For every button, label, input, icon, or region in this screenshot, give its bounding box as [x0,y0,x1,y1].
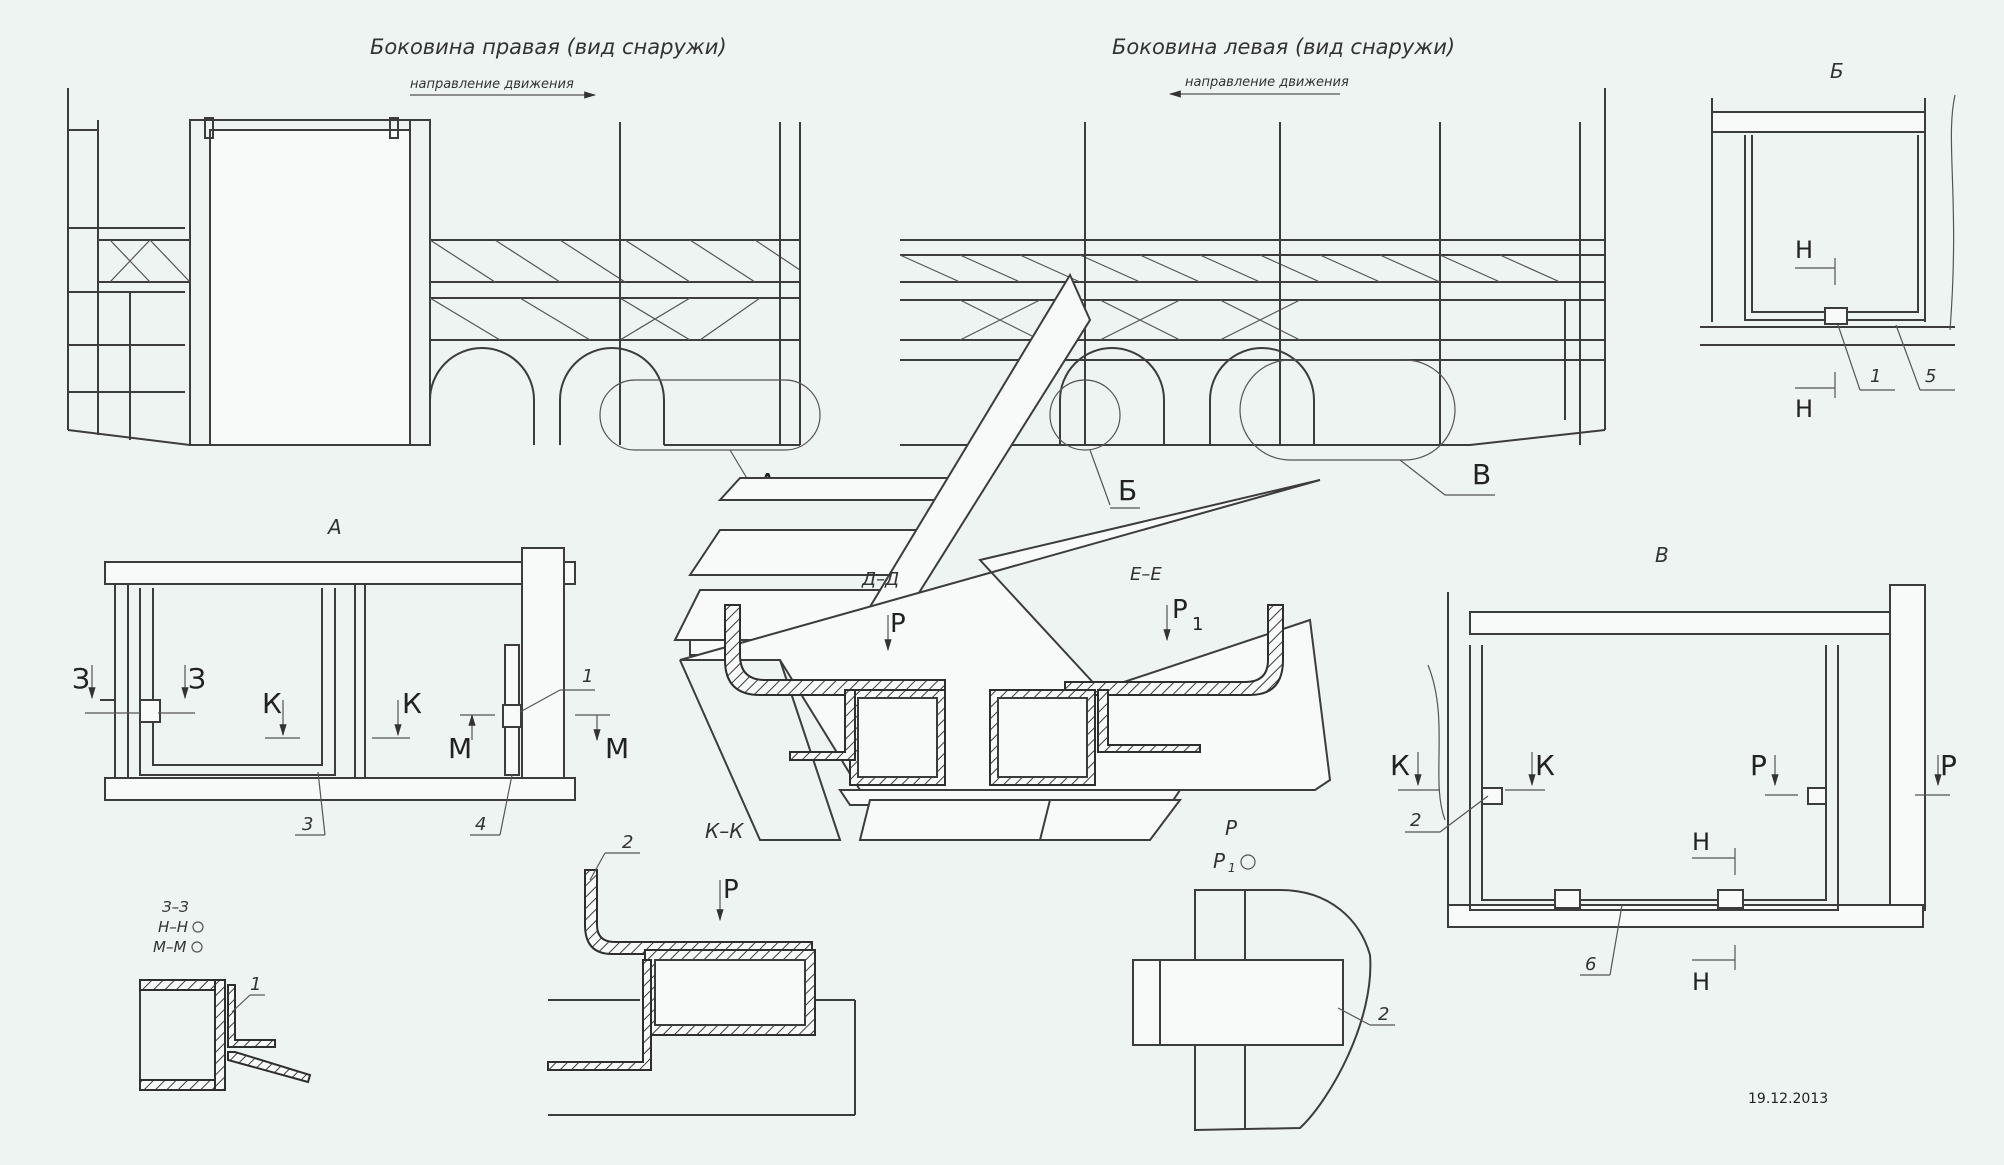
sections-d-e: Д–Д Е–Е Р Р 1 [673,272,1332,841]
svg-text:1: 1 [1192,614,1203,635]
callout-4: 4 [475,814,486,835]
left-sidewall-view [899,88,1606,506]
svg-text:Д–Д: Д–Д [861,569,899,590]
svg-text:Р: Р [890,609,906,639]
view-label-b-top: Б [1118,474,1137,507]
detail-circle-v [1239,359,1456,461]
svg-text:Р: Р [1225,816,1238,840]
svg-text:Р: Р [1750,749,1767,782]
detail-view-v: В К К Р Р Н Н 2 6 [1390,543,1957,996]
drawing-date: 19.12.2013 [1748,1091,1828,1107]
view-r: Р Р 1 2 [1132,816,1395,1132]
svg-text:К–К: К–К [705,819,744,843]
svg-text:Н–Н: Н–Н [158,918,188,936]
callout-2-v: 2 [1410,810,1421,831]
svg-text:З: З [72,662,90,695]
section-z-z: З–З Н–Н М–М 1 [139,898,312,1091]
detail-circle-b [1049,379,1121,451]
svg-text:Н: Н [1692,968,1710,996]
callout-6: 6 [1585,954,1596,975]
svg-text:З–З: З–З [162,898,189,916]
detail-circle-a [599,379,821,451]
svg-text:К: К [402,687,422,720]
svg-text:М: М [605,732,629,765]
svg-text:К: К [262,687,282,720]
direction-label-right: направление движения [410,77,574,92]
detail-view-b: Б Н Н 1 5 [1700,59,1956,423]
svg-text:Р: Р [723,875,739,905]
callout-1-b: 1 [1870,366,1881,387]
svg-text:В: В [1655,543,1669,567]
callout-2-r: 2 [1378,1004,1389,1025]
svg-text:Е–Е: Е–Е [1130,564,1162,585]
svg-text:1: 1 [1228,861,1236,875]
svg-text:К: К [1390,749,1410,782]
callout-1-a: 1 [582,666,593,687]
section-k-k: К–К Р 2 [547,819,856,1116]
title-right-side: Боковина правая (вид снаружи) [370,35,727,59]
svg-text:Н: Н [1692,828,1710,856]
svg-text:А: А [326,515,342,539]
svg-text:М: М [448,732,472,765]
title-left-side: Боковина левая (вид снаружи) [1112,35,1455,59]
svg-text:Б: Б [1830,59,1844,83]
svg-text:Н: Н [1795,395,1813,423]
view-label-v-top: В [1472,458,1491,491]
callout-3: 3 [302,814,313,835]
callout-1-z: 1 [250,974,261,995]
svg-text:М–М: М–М [153,938,186,956]
svg-text:Р: Р [1172,595,1188,625]
callout-2-k: 2 [622,832,633,853]
callout-5: 5 [1925,366,1936,387]
svg-text:К: К [1535,749,1555,782]
svg-text:Н: Н [1795,236,1813,264]
svg-text:Р: Р [1940,749,1957,782]
direction-label-left: направление движения [1185,75,1349,90]
svg-text:Р: Р [1213,849,1226,873]
detail-view-a: А З З К К М М 1 3 [72,515,629,836]
right-sidewall-view [67,88,821,501]
svg-text:З: З [188,662,206,695]
